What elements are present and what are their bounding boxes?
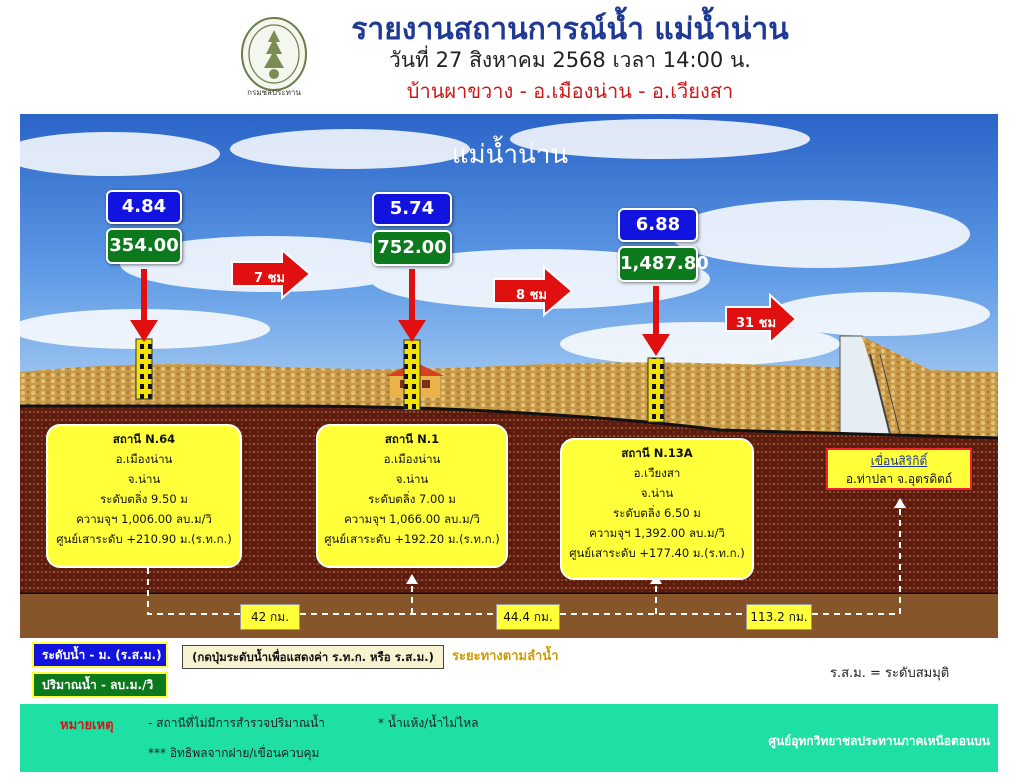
station-1-flow-value: 354.00 <box>106 228 182 264</box>
report-subtitle: บ้านผาขวาง - อ.เมืองน่าน - อ.เวียงสา <box>406 79 734 103</box>
station-1-gauge-zero: ศูนย์เสาระดับ +210.90 ม.(ร.ท.ก.) <box>56 532 232 546</box>
river-scene: แม่น้ำน่าน 4.84 354.00 5.74 752.00 6.88 … <box>20 114 998 638</box>
footer-organization: ศูนย์อุทกวิทยาชลประทานภาคเหนือตอนบน <box>768 734 990 748</box>
station-3-province: จ.น่าน <box>640 486 674 500</box>
station-2-level-button[interactable]: 5.74 <box>372 192 452 226</box>
distance-2: 44.4 กม. <box>496 604 560 630</box>
station-1-bank-level: ระดับตลิ่ง 9.50 ม <box>100 492 188 506</box>
station-3-district: อ.เวียงสา <box>633 466 681 480</box>
station-2-bank-level: ระดับตลิ่ง 7.00 ม <box>368 492 456 506</box>
station-3-gauge-zero: ศูนย์เสาระดับ +177.40 ม.(ร.ท.ก.) <box>569 546 745 560</box>
distance-along-river-label: ระยะทางตามลำน้ำ <box>452 649 559 664</box>
footer-note-label: หมายเหตุ <box>60 718 114 733</box>
level-toggle-hint: (กดปุ่มระดับน้ำเพื่อแสดงค่า ร.ท.ก. หรือ … <box>182 645 444 669</box>
station-3-info-card: สถานี N.13A อ.เวียงสา จ.น่าน ระดับตลิ่ง … <box>560 438 754 580</box>
report-date: วันที่ 27 สิงหาคม 2568 เวลา 14:00 น. <box>389 48 751 72</box>
distance-1: 42 กม. <box>240 604 300 630</box>
dam-name-link[interactable]: เขื่อนสิริกิติ์ <box>870 454 928 468</box>
station-3-flow-value: 1,487.80 <box>618 246 709 282</box>
station-1-info-card: สถานี N.64 อ.เมืองน่าน จ.น่าน ระดับตลิ่ง… <box>46 424 242 568</box>
footer-bar <box>20 704 998 772</box>
station-2-province: จ.น่าน <box>395 472 429 486</box>
station-1-province: จ.น่าน <box>127 472 161 486</box>
station-1-capacity: ความจุฯ 1,006.00 ลบ.ม/วิ <box>76 512 212 526</box>
station-2-info-card: สถานี N.1 อ.เมืองน่าน จ.น่าน ระดับตลิ่ง … <box>316 424 508 568</box>
dam-location: อ.ท่าปลา จ.อุตรดิตถ์ <box>845 472 953 486</box>
travel-time-2: 8 ชม <box>516 288 547 303</box>
river-name: แม่น้ำน่าน <box>451 140 569 170</box>
rid-logo-icon <box>241 17 307 91</box>
distance-3: 113.2 กม. <box>746 604 812 630</box>
station-2-flow-value: 752.00 <box>372 230 452 266</box>
station-2-capacity: ความจุฯ 1,066.00 ลบ.ม/วิ <box>344 512 480 526</box>
station-2-name: สถานี N.1 <box>384 432 440 446</box>
ssm-definition-note: ร.ส.ม. = ระดับสมมุติ <box>830 666 950 681</box>
legend-water-flow: ปริมาณน้ำ - ลบ.ม./วิ <box>32 672 168 698</box>
travel-time-3: 31 ชม <box>736 316 777 331</box>
report-title: รายงานสถานการณ์น้ำ แม่น้ำน่าน <box>351 12 789 47</box>
station-2-gauge-zero: ศูนย์เสาระดับ +192.20 ม.(ร.ท.ก.) <box>324 532 500 546</box>
footer-note-2: * น้ำแห้ง/น้ำไม่ไหล <box>378 716 479 730</box>
station-3-bank-level: ระดับตลิ่ง 6.50 ม <box>613 506 701 520</box>
logo-caption: กรมชลประทาน <box>247 88 301 97</box>
station-3-level-button[interactable]: 6.88 <box>618 208 698 242</box>
station-1-level-button[interactable]: 4.84 <box>106 190 182 224</box>
legend-water-level: ระดับน้ำ - ม. (ร.ส.ม.) <box>32 642 168 668</box>
travel-time-1: 7 ชม <box>254 271 285 286</box>
station-3-name: สถานี N.13A <box>621 446 693 460</box>
station-3-capacity: ความจุฯ 1,392.00 ลบ.ม/วิ <box>589 526 725 540</box>
station-1-name: สถานี N.64 <box>112 432 176 446</box>
dam-info-card[interactable]: เขื่อนสิริกิติ์ อ.ท่าปลา จ.อุตรดิตถ์ <box>826 448 972 490</box>
footer-note-3: *** อิทธิพลจากฝาย/เขื่อนควบคุม <box>148 746 320 760</box>
footer-note-1: - สถานีที่ไม่มีการสำรวจปริมาณน้ำ <box>148 716 325 730</box>
station-1-district: อ.เมืองน่าน <box>115 452 173 466</box>
station-2-district: อ.เมืองน่าน <box>383 452 441 466</box>
